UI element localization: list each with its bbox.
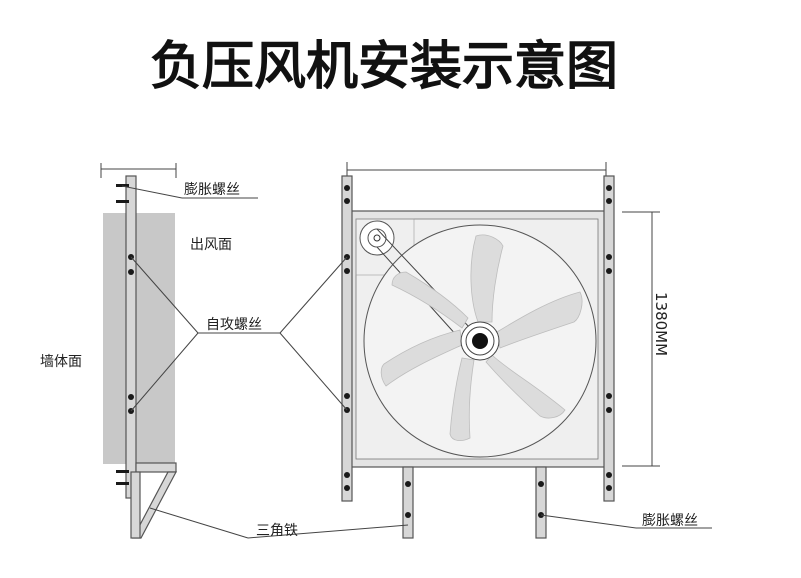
dimension-height: 1380MM [652, 292, 670, 356]
left-rail [341, 175, 353, 502]
leader-lines [121, 185, 712, 539]
leg-left [402, 466, 414, 539]
label-air-outlet: 出风面 [190, 237, 232, 253]
side-rail [125, 175, 137, 499]
right-rail [603, 175, 615, 502]
fan-hub [472, 333, 488, 349]
angle-iron-bracket [130, 462, 177, 539]
side-view [100, 163, 177, 539]
wall-block [103, 213, 175, 464]
fan-blades [380, 234, 583, 442]
label-wall-surface: 墙体面 [40, 354, 82, 370]
leg-right [535, 466, 547, 539]
page-title: 负压风机安装示意图 [150, 37, 618, 97]
label-angle-iron: 三角铁 [256, 523, 298, 539]
front-view [341, 162, 660, 539]
label-expansion-bolt-top: 膨胀螺丝 [184, 181, 240, 198]
label-expansion-bolt-bottom: 膨胀螺丝 [642, 512, 698, 529]
label-self-tapping-screw: 自攻螺丝 [206, 317, 262, 333]
